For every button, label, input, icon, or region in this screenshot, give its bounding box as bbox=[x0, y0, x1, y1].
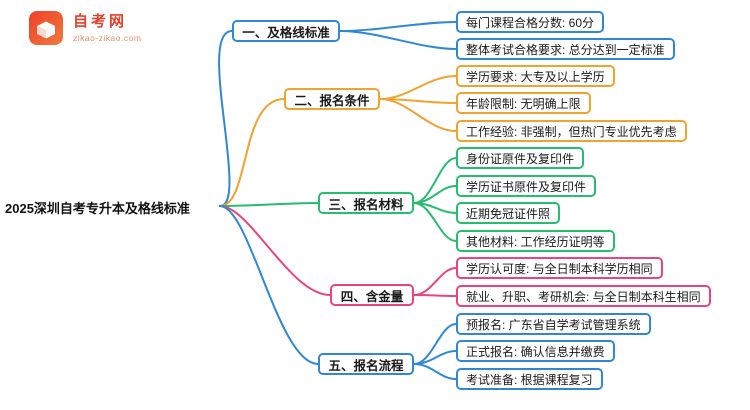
leaf-node-4-1: 学历认可度: 与全日制本科学历相同 bbox=[456, 257, 663, 279]
connector-branch4-leaf-2 bbox=[413, 294, 457, 297]
leaf-node-1-2: 整体考试合格要求: 总分达到一定标准 bbox=[456, 38, 675, 60]
connector-branch2-leaf-3 bbox=[379, 98, 457, 132]
leaf-node-2-1: 学历要求: 大专及以上学历 bbox=[456, 65, 615, 87]
logo-icon bbox=[29, 11, 63, 45]
logo-title: 自考网 bbox=[73, 13, 128, 30]
connector-branch1-leaf-2 bbox=[339, 30, 457, 50]
logo-text: 自考网 zikao-zikao.com bbox=[73, 13, 141, 43]
leaf-node-2-3: 工作经验: 非强制，但热门专业优先考虑 bbox=[456, 120, 687, 142]
connector-main-branch-4 bbox=[219, 205, 331, 296]
leaf-node-3-4: 其他材料: 工作经历证明等 bbox=[456, 230, 615, 252]
connector-branch3-leaf-1 bbox=[413, 157, 457, 204]
branch-node-4: 四、含金量 bbox=[330, 284, 414, 306]
leaf-node-5-2: 正式报名: 确认信息并缴费 bbox=[456, 340, 615, 362]
connector-main-branch-1 bbox=[218, 30, 233, 207]
connector-main-branch-5 bbox=[219, 205, 319, 365]
branch-node-3: 三、报名材料 bbox=[318, 192, 414, 214]
connector-branch1-leaf-1 bbox=[339, 21, 457, 32]
branch-node-2: 二、报名条件 bbox=[284, 88, 380, 110]
leaf-node-2-2: 年龄限制: 无明确上限 bbox=[456, 92, 591, 114]
connector-branch4-leaf-1 bbox=[413, 267, 457, 296]
connector-branch3-leaf-4 bbox=[413, 202, 457, 242]
leaf-node-1-1: 每门课程合格分数: 60分 bbox=[456, 11, 605, 33]
connector-main-branch-3 bbox=[219, 202, 319, 207]
leaf-node-3-1: 身份证原件及复印件 bbox=[456, 147, 585, 169]
connector-branch2-leaf-1 bbox=[379, 75, 457, 100]
branch-node-1: 一、及格线标准 bbox=[232, 20, 340, 42]
leaf-node-5-1: 预报名: 广东省自学考试管理系统 bbox=[456, 313, 651, 335]
main-topic: 2025深圳自考专升本及格线标准 bbox=[5, 201, 190, 216]
connector-branch5-leaf-3 bbox=[413, 363, 457, 380]
connector-main-branch-2 bbox=[219, 98, 285, 207]
logo: 自考网 zikao-zikao.com bbox=[26, 8, 141, 48]
branch-node-5: 五、报名流程 bbox=[318, 353, 414, 375]
leaf-node-3-3: 近期免冠证件照 bbox=[456, 202, 561, 224]
leaf-node-3-2: 学历证书原件及复印件 bbox=[456, 175, 597, 197]
logo-domain: zikao-zikao.com bbox=[73, 33, 142, 43]
leaf-node-4-2: 就业、升职、考研机会: 与全日制本科生相同 bbox=[456, 285, 711, 307]
leaf-node-5-3: 考试准备: 根据课程复习 bbox=[456, 368, 603, 390]
